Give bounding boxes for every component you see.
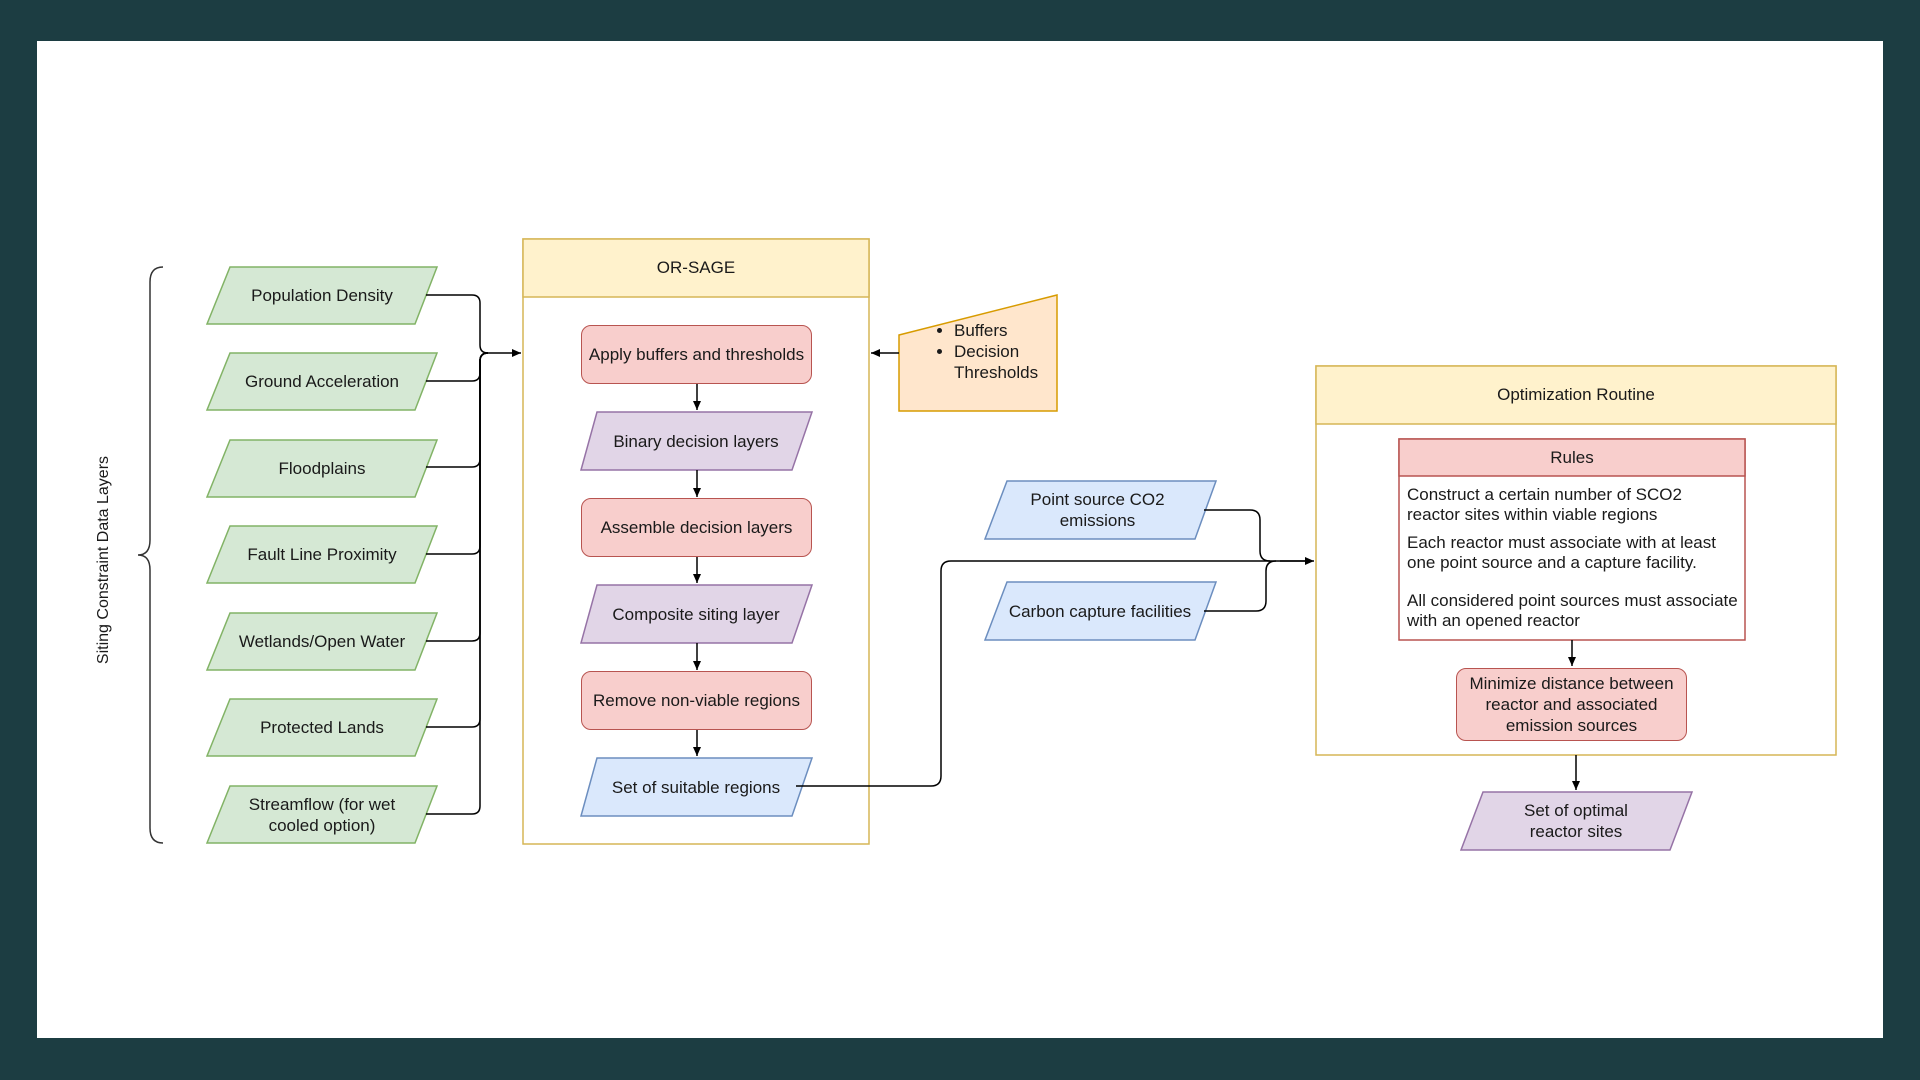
rules-list: Construct a certain number of SCO2 react… bbox=[1407, 485, 1739, 631]
assemble-layers-step: Assemble decision layers bbox=[581, 498, 812, 557]
data-layer-shapes bbox=[205, 266, 439, 844]
optimization-header bbox=[1315, 365, 1837, 425]
binary-layers-label: Binary decision layers bbox=[613, 431, 779, 451]
point-source-shape bbox=[983, 480, 1218, 540]
capture-label: Carbon capture facilities bbox=[1008, 601, 1192, 621]
data-layer-label: Population Density bbox=[251, 286, 393, 305]
rule-item: Construct a certain number of SCO2 react… bbox=[1407, 485, 1682, 524]
manual-input-item: Decision Thresholds bbox=[954, 341, 1058, 383]
composite-layer-label: Composite siting layer bbox=[612, 604, 780, 624]
data-layer-label: Wetlands/Open Water bbox=[238, 632, 406, 651]
data-layer-label: Streamflow (for wet cooled option) bbox=[248, 794, 396, 835]
objective-step: Minimize distance between reactor and as… bbox=[1456, 668, 1687, 741]
data-layer-connectors bbox=[426, 294, 521, 815]
apply-buffers-step: Apply buffers and thresholds bbox=[581, 325, 812, 384]
data-layer-shape bbox=[205, 698, 439, 757]
data-layer-shape bbox=[205, 266, 439, 325]
binary-layers-shape bbox=[580, 411, 814, 471]
data-layer-label: Fault Line Proximity bbox=[247, 545, 397, 564]
rule-item: Each reactor must associate with at leas… bbox=[1407, 533, 1716, 572]
remove-regions-step: Remove non-viable regions bbox=[581, 671, 812, 730]
rules-title: Rules bbox=[1550, 447, 1594, 467]
data-layer-label: Ground Acceleration bbox=[244, 372, 400, 391]
data-layer-shape bbox=[205, 439, 439, 498]
data-layer-label: Protected Lands bbox=[260, 718, 384, 737]
point-source-label: Point source CO2 emissions bbox=[1030, 490, 1165, 530]
optimization-title: Optimization Routine bbox=[1497, 385, 1655, 404]
result-label: Set of optimal reactor sites bbox=[1524, 801, 1628, 841]
siting-constraint-label: Siting Constraint Data Layers bbox=[95, 455, 112, 665]
data-layer-shape bbox=[205, 612, 439, 671]
rule-item: All considered point sources must associ… bbox=[1407, 591, 1738, 630]
suitable-regions-shape bbox=[580, 757, 814, 817]
data-layer-label: Floodplains bbox=[278, 459, 366, 478]
rules-header bbox=[1398, 438, 1746, 477]
optimization-connectors bbox=[796, 509, 1314, 787]
data-layer-shape bbox=[205, 352, 439, 411]
result-shape bbox=[1459, 791, 1694, 851]
manual-input-list: Buffers Decision Thresholds bbox=[928, 320, 1058, 383]
curly-brace bbox=[137, 266, 164, 844]
manual-input-shape bbox=[898, 294, 1058, 412]
capture-shape bbox=[983, 581, 1218, 641]
composite-layer-shape bbox=[580, 584, 814, 644]
data-layer-shape bbox=[205, 525, 439, 584]
suitable-regions-label: Set of suitable regions bbox=[611, 777, 781, 797]
manual-input-item: Buffers bbox=[954, 320, 1058, 341]
or-sage-header bbox=[522, 238, 870, 298]
or-sage-title: OR-SAGE bbox=[656, 258, 736, 277]
data-layer-shape bbox=[205, 785, 439, 844]
